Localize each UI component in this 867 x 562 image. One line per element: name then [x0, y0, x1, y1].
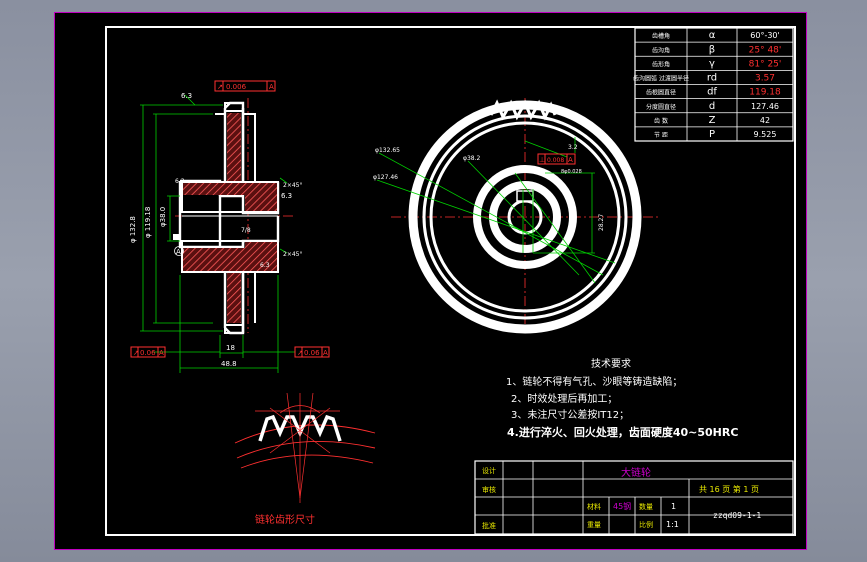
section-view: φ 132.8 φ 119.18 φ38.0 18 48.8 6.3 6.3 6…	[129, 80, 330, 373]
front-view: φ132.65 φ127.46 φ38.2 8φ0.028 28.27 3.2 …	[373, 98, 660, 334]
param-symbol: P	[709, 129, 715, 140]
svg-text:材料: 材料	[587, 502, 601, 511]
svg-text:18: 18	[226, 344, 235, 352]
param-name: 齿根圆直径	[646, 89, 676, 97]
svg-text:A: A	[568, 156, 573, 164]
front-tolerance-frame: ⊥ 0.008 A	[537, 153, 576, 165]
svg-text:↗: ↗	[217, 83, 223, 91]
svg-text:6.3: 6.3	[175, 178, 185, 185]
param-symbol: Z	[709, 115, 716, 126]
svg-text:8φ0.028: 8φ0.028	[561, 169, 582, 175]
svg-text:数量: 数量	[639, 502, 653, 511]
parameter-table: 齿槽角 α 60°-30' 齿沟角 β 25° 48' 齿形角 γ 81° 25' 齿沟圆弧 过渡…	[633, 27, 794, 142]
svg-text:1:1: 1:1	[666, 520, 679, 529]
svg-text:φ38.2: φ38.2	[463, 155, 481, 162]
param-name: 齿槽角	[652, 32, 670, 40]
param-value: 9.525	[754, 130, 777, 139]
svg-text:↗: ↗	[133, 349, 139, 357]
svg-text:zzqd09-1-1: zzqd09-1-1	[713, 511, 761, 520]
svg-text:φ 132.8: φ 132.8	[129, 216, 137, 243]
svg-text:45钢: 45钢	[613, 501, 631, 511]
drawing-sheet: 齿槽角 α 60°-30' 齿沟角 β 25° 48' 齿形角 γ 81° 25' 齿沟圆弧 过渡…	[54, 12, 807, 550]
svg-text:0.06: 0.06	[304, 349, 320, 357]
param-symbol: β	[709, 44, 715, 55]
param-name: 齿沟角	[652, 46, 670, 54]
param-name: 节 距	[654, 131, 668, 139]
param-value: 3.57	[755, 74, 775, 84]
svg-text:2、时效处理后再加工；: 2、时效处理后再加工；	[511, 392, 617, 405]
param-value: 81° 25'	[749, 59, 782, 69]
tolerance-frame-bottom-left: ↗ 0.06 A	[130, 346, 166, 358]
svg-text:φ132.65: φ132.65	[375, 147, 400, 154]
svg-text:φ38.0: φ38.0	[159, 207, 167, 227]
svg-text:比例: 比例	[639, 520, 653, 529]
param-value: 127.46	[751, 102, 779, 111]
param-symbol: α	[709, 30, 716, 41]
svg-text:6.3: 6.3	[181, 92, 192, 100]
title-block: 设计 审核 批准 大链轮 材料 45钢 数量 1 重量 比例 1:1 共 16 …	[474, 460, 794, 535]
svg-text:7/8: 7/8	[241, 227, 251, 234]
svg-text:6.3: 6.3	[260, 262, 270, 269]
param-value: 119.18	[749, 88, 781, 98]
param-name: 分度圆直径	[646, 103, 676, 111]
svg-text:技术要求: 技术要求	[591, 357, 631, 370]
param-symbol: d	[709, 101, 715, 112]
svg-text:0.006: 0.006	[226, 83, 247, 91]
inner-frame	[105, 26, 796, 536]
svg-text:↗: ↗	[297, 349, 303, 357]
param-value: 25° 48'	[749, 45, 782, 55]
param-name: 齿形角	[652, 60, 670, 68]
svg-text:28.27: 28.27	[598, 214, 605, 231]
svg-text:2×45°: 2×45°	[283, 251, 302, 258]
svg-text:设计: 设计	[482, 466, 496, 475]
svg-text:批准: 批准	[482, 521, 496, 530]
param-name: 齿沟圆弧 过渡圆半径	[633, 75, 689, 83]
svg-text:0.008: 0.008	[547, 157, 564, 164]
param-symbol: df	[707, 87, 717, 98]
svg-text:⊥: ⊥	[539, 156, 545, 164]
svg-text:A: A	[269, 83, 274, 91]
svg-text:0.06: 0.06	[140, 349, 156, 357]
svg-text:大链轮: 大链轮	[621, 466, 651, 479]
drawing-canvas: 齿槽角 α 60°-30' 齿沟角 β 25° 48' 齿形角 γ 81° 25' 齿沟圆弧 过渡…	[105, 26, 796, 536]
tolerance-frame-top: ↗ 0.006 A	[214, 80, 276, 92]
svg-text:1、链轮不得有气孔、沙眼等铸造缺陷；: 1、链轮不得有气孔、沙眼等铸造缺陷；	[506, 375, 682, 388]
svg-text:48.8: 48.8	[221, 360, 237, 368]
param-symbol: rd	[707, 73, 717, 84]
svg-text:3、未注尺寸公差按IT12；: 3、未注尺寸公差按IT12；	[511, 408, 629, 421]
svg-text:A: A	[159, 349, 164, 357]
svg-text:审核: 审核	[482, 485, 496, 494]
svg-text:A: A	[323, 349, 328, 357]
svg-text:2×45°: 2×45°	[283, 182, 302, 189]
param-symbol: γ	[709, 58, 715, 69]
tooth-profile: 链轮齿形尺寸	[234, 392, 376, 526]
svg-text:1: 1	[671, 502, 676, 511]
technical-requirements: 技术要求 1、链轮不得有气孔、沙眼等铸造缺陷； 2、时效处理后再加工； 3、未注…	[506, 357, 738, 439]
svg-text:6.3: 6.3	[281, 192, 292, 200]
param-name: 齿 数	[654, 117, 668, 125]
svg-text:链轮齿形尺寸: 链轮齿形尺寸	[255, 513, 315, 526]
svg-text:3.2: 3.2	[568, 144, 578, 151]
svg-text:A: A	[176, 248, 181, 256]
svg-text:4.进行淬火、回火处理，齿面硬度40~50HRC: 4.进行淬火、回火处理，齿面硬度40~50HRC	[507, 425, 738, 439]
param-value: 42	[760, 116, 770, 125]
param-value: 60°-30'	[750, 31, 779, 40]
svg-text:φ127.46: φ127.46	[373, 174, 398, 181]
svg-text:共 16 页 第 1 页: 共 16 页 第 1 页	[699, 484, 759, 494]
svg-text:φ 119.18: φ 119.18	[144, 207, 152, 238]
svg-text:重量: 重量	[587, 521, 601, 529]
tolerance-frame-bottom-right: ↗ 0.06 A	[294, 346, 330, 358]
